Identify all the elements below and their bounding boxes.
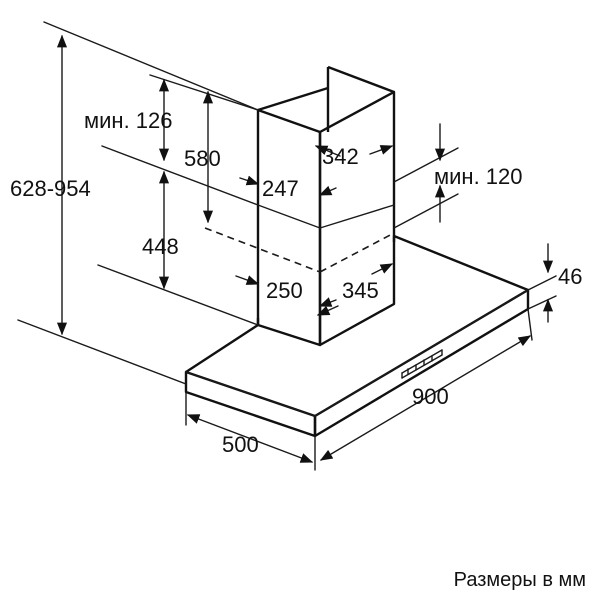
dimension-lines bbox=[56, 34, 554, 463]
label-580: 580 bbox=[184, 146, 221, 171]
dim-900 bbox=[319, 335, 532, 461]
chimney-front-face bbox=[256, 108, 322, 347]
label-448: 448 bbox=[142, 234, 179, 259]
units-caption: Размеры в мм bbox=[453, 569, 586, 591]
dim-250-right bbox=[318, 297, 337, 307]
canopy-top-right bbox=[392, 234, 529, 292]
label-247: 247 bbox=[262, 176, 299, 201]
dim-500 bbox=[186, 414, 314, 463]
label-500: 500 bbox=[222, 432, 259, 457]
label-overall-height: 628-954 bbox=[10, 176, 91, 201]
dim-345-left bbox=[316, 305, 339, 316]
dim-342-right bbox=[369, 145, 394, 155]
label-345: 345 bbox=[342, 278, 379, 303]
dim-342-left bbox=[314, 145, 341, 157]
dim-247-right bbox=[318, 185, 337, 196]
chimney-top-left bbox=[257, 86, 329, 112]
hood-canopy bbox=[184, 234, 530, 438]
dimension-labels: 628-954 мин. 126 580 448 342 247 мин. 12… bbox=[10, 108, 582, 457]
chimney-side-face bbox=[318, 90, 396, 347]
label-250: 250 bbox=[266, 278, 303, 303]
chimney bbox=[204, 65, 396, 347]
label-46: 46 bbox=[558, 264, 582, 289]
dim-250-left bbox=[235, 275, 260, 285]
telescopic-overlap-dash bbox=[204, 227, 321, 273]
label-900: 900 bbox=[412, 384, 449, 409]
canopy-front-face bbox=[184, 370, 317, 438]
dim-247-left bbox=[239, 175, 260, 186]
chimney-top-right bbox=[327, 65, 395, 94]
canopy-side-face bbox=[313, 288, 530, 438]
canopy-top-left bbox=[185, 318, 260, 374]
label-min-126: мин. 126 bbox=[84, 108, 173, 133]
dim-345-right bbox=[371, 263, 394, 275]
extension-lines bbox=[17, 21, 557, 471]
label-342: 342 bbox=[322, 144, 359, 169]
label-min-120: мин. 120 bbox=[434, 164, 523, 189]
